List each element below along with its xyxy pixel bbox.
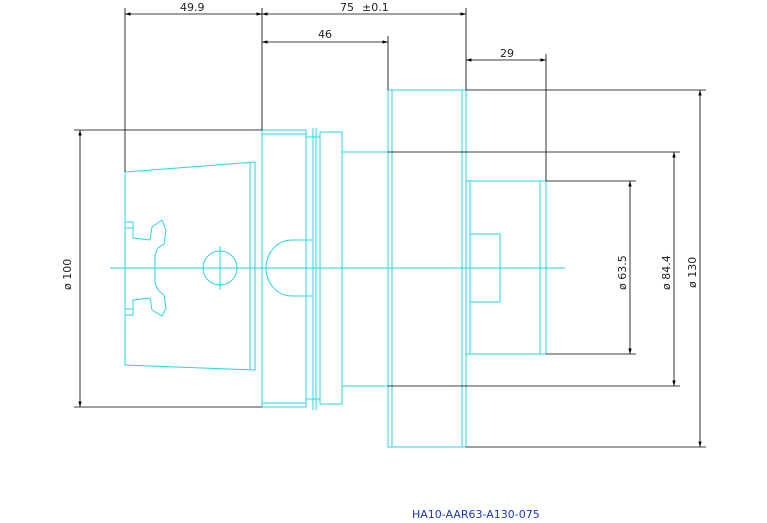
collar-keyway xyxy=(265,239,312,297)
taper-shank xyxy=(124,161,256,371)
dim-total-length: 75 xyxy=(340,1,354,14)
dim-pilot-diameter: ø 84.4 xyxy=(660,255,673,290)
front-spigot xyxy=(465,180,547,355)
dim-total-length-tolerance: ±0.1 xyxy=(362,1,389,14)
dim-flange-diameter: ø 130 xyxy=(686,257,699,288)
spigot-key xyxy=(469,233,501,303)
dim-spigot-diameter: ø 63.5 xyxy=(616,255,629,290)
dim-shank-length: 49.9 xyxy=(180,1,205,14)
dim-spigot-length: 29 xyxy=(500,47,514,60)
dimension-set xyxy=(74,8,706,448)
dim-shank-diameter: ø 100 xyxy=(61,259,74,290)
dim-flange-to-face: 46 xyxy=(318,28,332,41)
neck xyxy=(341,151,389,387)
part-number-label: HA10-AAR63-A130-075 xyxy=(412,508,540,521)
drive-slot-top xyxy=(125,219,167,317)
part-geometry xyxy=(110,89,565,448)
